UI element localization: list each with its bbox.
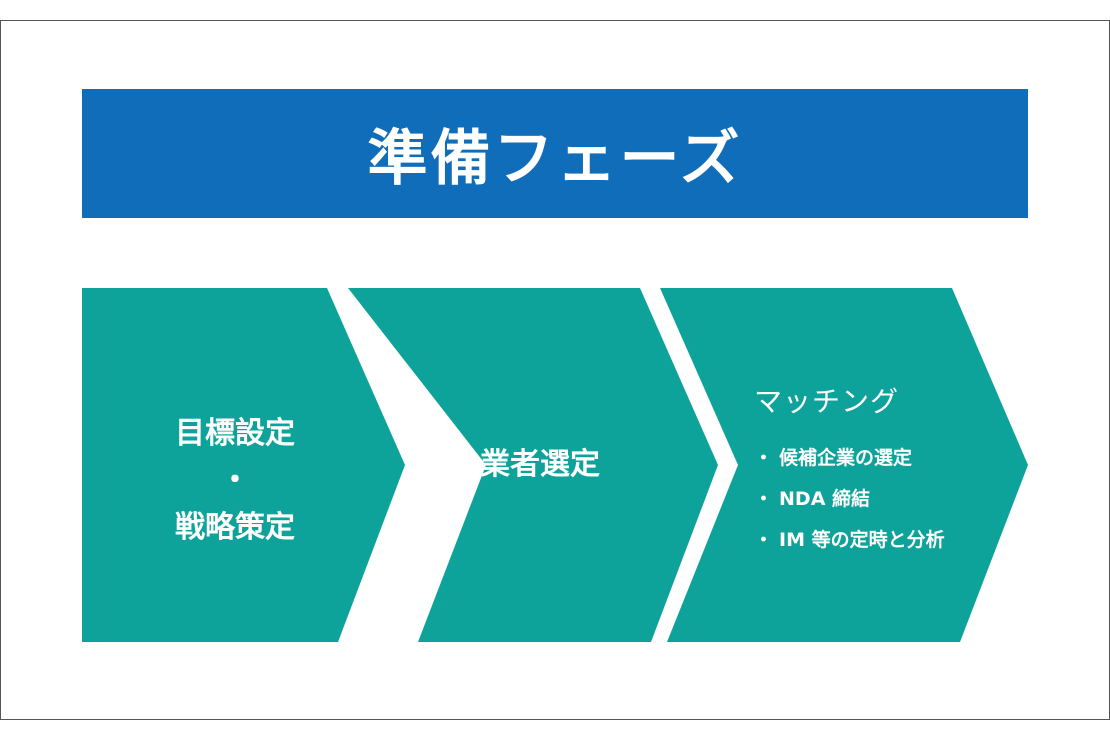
- step-1-text: 目標設定 ・ 戦略策定: [110, 410, 360, 551]
- step-3-list: ・候補企業の選定 ・NDA 締結 ・IM 等の定時と分析: [754, 438, 945, 561]
- step-1-line-2: 戦略策定: [175, 510, 295, 545]
- step-1-separator: ・: [220, 463, 250, 498]
- chevron-step-2: [348, 288, 718, 642]
- step-3-text: マッチング ・候補企業の選定 ・NDA 締結 ・IM 等の定時と分析: [754, 380, 945, 561]
- chevron-step-1: [82, 288, 405, 642]
- bullet-icon: ・: [754, 488, 774, 510]
- step-2-text: 業者選定: [440, 445, 640, 485]
- list-item: ・候補企業の選定: [754, 438, 945, 479]
- phase-title: 準備フェーズ: [367, 124, 743, 194]
- step-2-label: 業者選定: [480, 447, 600, 482]
- chevron-step-3: [660, 288, 1028, 642]
- phase-banner: 準備フェーズ: [82, 89, 1028, 218]
- bullet-icon: ・: [754, 447, 774, 469]
- list-item-text: 候補企業の選定: [779, 447, 913, 469]
- list-item: ・NDA 締結: [754, 479, 945, 520]
- step-1-line-1: 目標設定: [175, 416, 295, 451]
- list-item-text: NDA 締結: [779, 488, 871, 510]
- list-item-text: IM 等の定時と分析: [779, 529, 945, 551]
- step-3-title: マッチング: [754, 385, 900, 418]
- bullet-icon: ・: [754, 529, 774, 551]
- list-item: ・IM 等の定時と分析: [754, 520, 945, 561]
